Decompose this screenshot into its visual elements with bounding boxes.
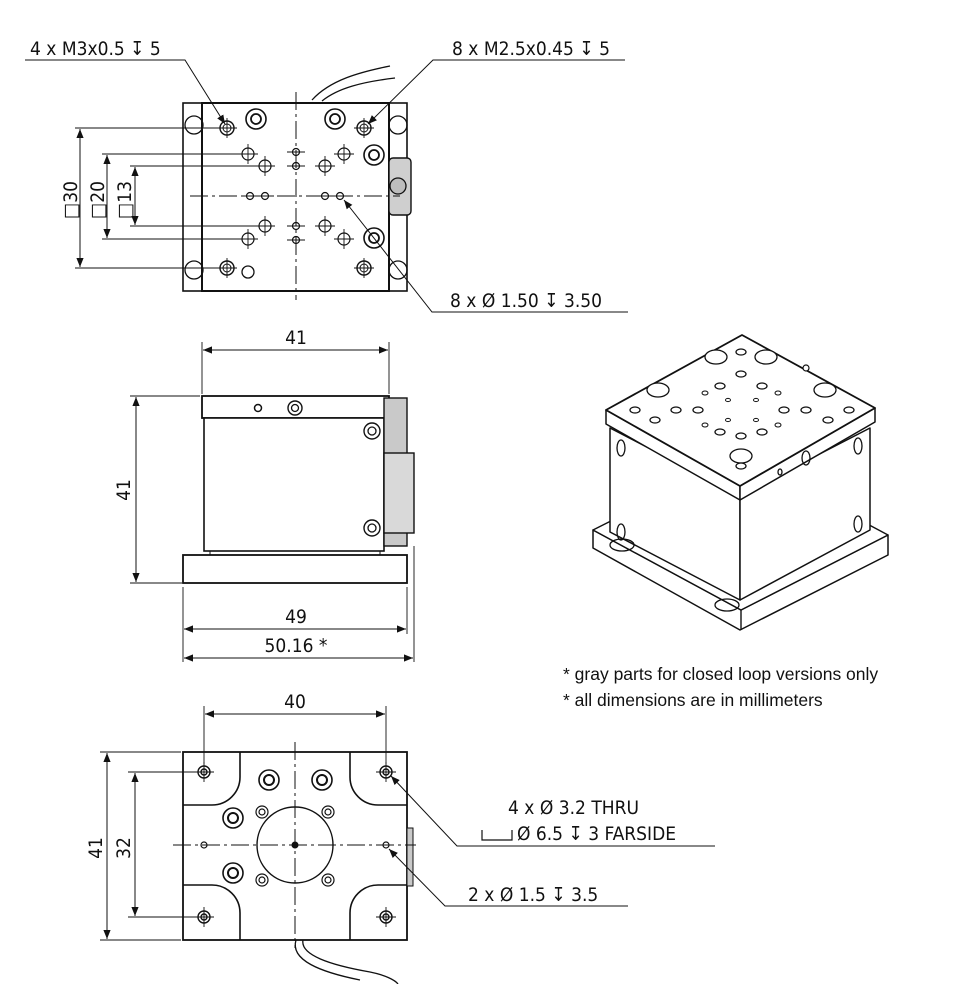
- callout-thru: 4 x Ø 3.2 THRU: [508, 797, 639, 819]
- bottom-inner-label: 32: [113, 837, 135, 859]
- dim-30-label: □30: [60, 181, 82, 219]
- bottom-height-label: 41: [85, 837, 107, 859]
- callout-small-hole: 2 x Ø 1.5 ↧ 3.5: [468, 884, 598, 906]
- note-units: * all dimensions are in millimeters: [563, 690, 823, 710]
- top-view: □30 □20 □13 4 x M3x0.5 ↧ 5 8 x M2.5x0.45…: [25, 38, 628, 313]
- side-width-label: 41: [285, 327, 307, 349]
- side-overall-label: 50.16 *: [265, 635, 328, 657]
- callout-m3: 4 x M3x0.5 ↧ 5: [30, 38, 161, 60]
- bottom-view: 40 41 32 4 x Ø 3.2 THRU Ø 6.5 ↧ 3 FARSID…: [85, 691, 715, 984]
- callout-hole-150: 8 x Ø 1.50 ↧ 3.50: [450, 290, 602, 312]
- callout-m25: 8 x M2.5x0.45 ↧ 5: [452, 38, 610, 60]
- side-base-label: 49: [285, 606, 307, 628]
- dim-13-label: □13: [114, 181, 136, 219]
- dim-20-label: □20: [87, 181, 109, 219]
- isometric-view: [592, 334, 889, 631]
- side-height-label: 41: [113, 479, 135, 501]
- callout-counterbore: Ø 6.5 ↧ 3 FARSIDE: [517, 823, 676, 845]
- side-view: 41 41 49 50.16 *: [113, 327, 415, 662]
- bottom-width-label: 40: [284, 691, 306, 713]
- note-gray-parts: * gray parts for closed loop versions on…: [563, 664, 879, 684]
